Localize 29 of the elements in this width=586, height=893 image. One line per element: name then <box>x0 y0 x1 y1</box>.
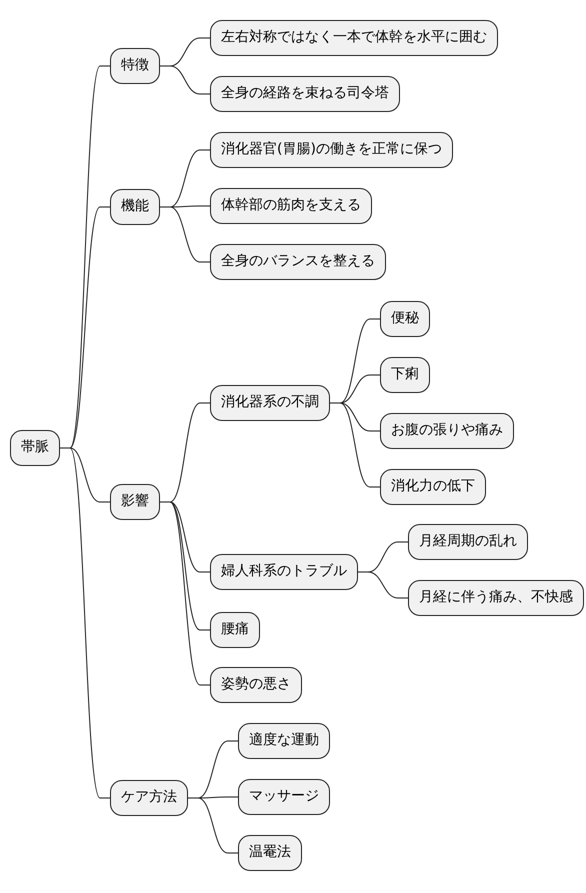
topic-node: 消化器系の不調 <box>210 385 330 421</box>
topic-node: 姿勢の悪さ <box>210 667 302 703</box>
central-topic: 帯脈 <box>10 430 60 466</box>
topic-node: 影響 <box>110 484 160 520</box>
connector-line <box>160 502 210 686</box>
topic-node: 月経に伴う痛み、不快感 <box>408 580 584 616</box>
connector-line <box>160 206 210 262</box>
topic-node: 下痢 <box>380 357 430 393</box>
topic-node: 消化力の低下 <box>380 469 486 505</box>
topic-node: 便秘 <box>380 301 430 337</box>
topic-node: 左右対称ではなく一本で体幹を水平に囲む <box>210 20 498 56</box>
topic-node: お腹の張りや痛み <box>380 413 514 449</box>
topic-node: 温罨法 <box>238 835 302 871</box>
topic-node: 適度な運動 <box>238 723 330 759</box>
connector-line <box>160 66 210 94</box>
topic-node: 機能 <box>110 189 160 225</box>
connector-line <box>358 572 408 598</box>
topic-node: ケア方法 <box>110 780 188 816</box>
topic-node: 腰痛 <box>210 612 260 648</box>
topic-node: 全身のバランスを整える <box>210 244 386 280</box>
topic-node: 全身の経路を束ねる司令塔 <box>210 76 400 112</box>
connector-line <box>330 402 380 488</box>
topic-node: 婦人科系のトラブル <box>210 554 358 590</box>
topic-node: 消化器官(胃腸)の働きを正常に保つ <box>210 132 453 168</box>
connector-line <box>188 798 238 854</box>
topic-node: マッサージ <box>238 779 330 815</box>
topic-node: 月経周期の乱れ <box>408 524 528 560</box>
topic-node: 体幹部の筋肉を支える <box>210 188 372 224</box>
topic-node: 特徴 <box>110 48 160 84</box>
